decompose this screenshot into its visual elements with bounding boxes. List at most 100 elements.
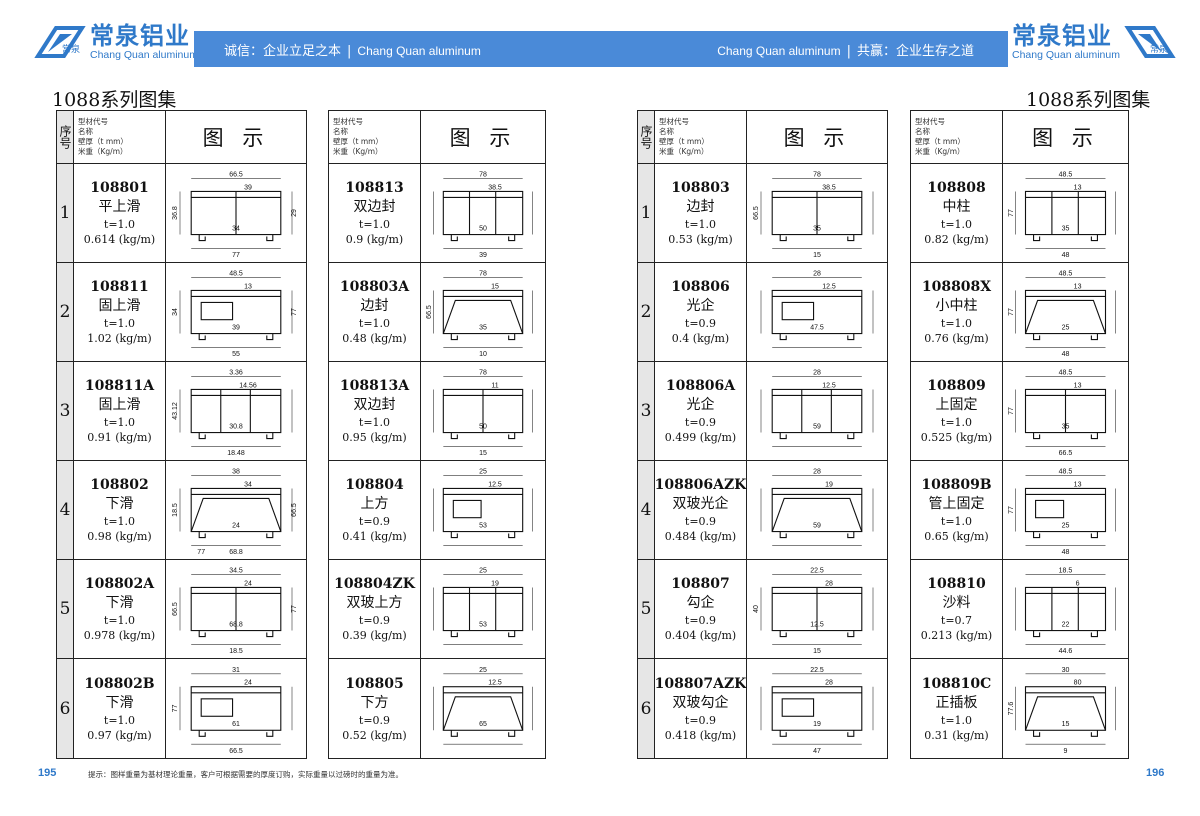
dimension-label: 77 (1008, 506, 1015, 514)
profile-name: 小中柱 (935, 298, 978, 314)
dimension-label: 31 (232, 667, 240, 674)
table-header-row: 序号型材代号名称壁厚（t mm）米重（Kg/m）图 示 (57, 111, 306, 164)
profile-thickness: t=1.0 (940, 713, 973, 727)
dimension-label: 61 (232, 721, 240, 728)
dimension-label: 55 (232, 351, 240, 358)
dimension-label: 28 (813, 469, 821, 476)
profile-weight: 0.41 (kg/m) (342, 530, 407, 543)
dimension-label: 66.5 (172, 602, 179, 616)
info-header-cell: 型材代号名称壁厚（t mm）米重（Kg/m） (74, 111, 166, 163)
dimension-label: 66.5 (426, 305, 433, 319)
profile-name: 下滑 (105, 496, 134, 512)
profile-name: 光企 (686, 397, 715, 413)
profile-weight: 0.98 (kg/m) (87, 530, 152, 543)
dimension-label: 78 (479, 370, 487, 377)
profile-thickness: t=1.0 (684, 218, 717, 231)
info-header-cell: 型材代号名称壁厚（t mm）米重（Kg/m） (329, 111, 421, 163)
info-header-line: 型材代号 (659, 117, 689, 126)
dimension-label: 28 (825, 680, 833, 687)
logo-mark-icon: 常泉 (1124, 22, 1176, 62)
dimension-label: 34 (244, 481, 252, 488)
dimension-label: 44.6 (1059, 648, 1073, 655)
logo-mark-icon: 常泉 (34, 22, 86, 62)
dimension-label: 66.5 (229, 172, 243, 179)
footer-note: 提示：图样重量为基材理论重量，客户可根据需要的厚度订购，实际重量以过磅时的重量为… (88, 770, 403, 779)
dimension-label: 12.5 (822, 283, 836, 290)
dimension-label: 68.8 (229, 549, 243, 556)
profile-code: 108810 (927, 576, 986, 592)
index-header-cell: 序号 (638, 111, 655, 163)
dimension-label: 25 (479, 568, 487, 575)
dimension-label: 59 (813, 523, 821, 530)
dimension-label: 28 (813, 271, 821, 278)
page-number-left: 195 (38, 767, 57, 779)
slogan-separator: | (347, 43, 352, 59)
dimension-label: 39 (479, 252, 487, 259)
dimension-label: 59 (813, 424, 821, 431)
dimension-label: 66.5 (291, 503, 298, 517)
profile-name: 下方 (360, 694, 389, 711)
profile-weight: 0.53 (kg/m) (668, 233, 733, 246)
dimension-label: 36.8 (172, 206, 179, 220)
dimension-label: 34.5 (229, 568, 243, 575)
dimension-label: 25 (479, 667, 487, 674)
info-header-line: 名称 (659, 127, 674, 136)
profile-thickness: t=0.9 (358, 713, 391, 727)
dimension-label: 47.5 (810, 325, 824, 332)
table-header-row: 型材代号名称壁厚（t mm）米重（Kg/m）图 示 (911, 111, 1128, 164)
row-number: 5 (57, 560, 74, 658)
slogan-separator: | (846, 43, 851, 59)
dimension-label: 48 (1062, 252, 1070, 259)
index-header-label: 序号 (58, 125, 72, 149)
profile-thickness: t=1.0 (358, 218, 391, 231)
profile-thickness: t=1.0 (940, 317, 973, 330)
profile-name: 勾企 (686, 595, 715, 611)
picture-header-cell: 图 示 (1032, 126, 1099, 150)
dimension-label: 15 (491, 283, 499, 290)
dimension-label: 13 (1074, 283, 1082, 290)
dimension-label: 78 (479, 271, 487, 278)
dimension-label: 77 (1008, 209, 1015, 217)
dimension-label: 77 (291, 605, 298, 613)
dimension-label: 77 (197, 549, 205, 556)
dimension-label: 77 (1008, 308, 1015, 316)
profile-name: 上方 (360, 496, 389, 512)
logo-mark-text: 常泉 (1150, 43, 1168, 55)
dimension-label: 35 (1062, 424, 1070, 431)
dimension-label: 77.6 (1008, 702, 1015, 716)
dimension-label: 15 (813, 252, 821, 259)
page-number-right: 196 (1146, 767, 1165, 779)
dimension-label: 19 (491, 580, 499, 587)
